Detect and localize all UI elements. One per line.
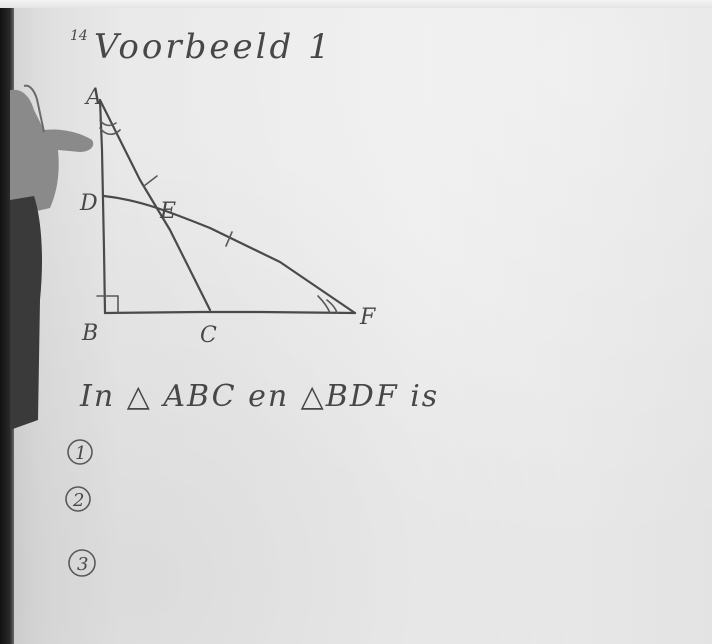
vertex-label-d: D: [79, 191, 98, 216]
vertex-label-b: B: [81, 321, 98, 346]
finger-outline: [23, 84, 45, 133]
right-angle-mark: [96, 295, 119, 314]
heading-title: Voorbeeld 1: [94, 27, 333, 67]
list-item-3: 3: [77, 554, 88, 575]
vertex-label-a: A: [84, 85, 102, 110]
segment-df: [102, 194, 357, 315]
list-circle-2: [65, 486, 91, 512]
heading-marker: 14: [70, 28, 88, 44]
tick-mark-ef: [225, 231, 233, 247]
statement-text: In △ ABC en △BDF is: [79, 379, 439, 414]
list-item-2: 2: [72, 490, 84, 511]
segment-bf: [103, 310, 357, 315]
pointing-hand: [10, 84, 94, 430]
hand-shape: [10, 89, 94, 214]
vertex-label-c: C: [200, 323, 217, 348]
board-top-edge: [0, 0, 712, 8]
angle-arc-a-outer: [99, 127, 121, 136]
angle-arc-f-outer: [317, 295, 331, 314]
vertex-label-e: E: [159, 199, 176, 224]
vertex-label-f: F: [359, 305, 376, 330]
list-item-1: 1: [75, 443, 86, 464]
angle-arc-f-inner: [326, 299, 338, 314]
segment-ac: [98, 98, 212, 312]
angle-arc-a-inner: [99, 119, 117, 127]
list-circle-1: [67, 439, 93, 465]
triangle-figure: [96, 98, 357, 315]
sleeve-shape: [10, 196, 42, 430]
numbered-list: 1 2 3: [65, 439, 96, 577]
list-circle-3: [68, 549, 96, 577]
tick-mark-ae: [143, 175, 158, 187]
segment-ab: [98, 98, 107, 315]
